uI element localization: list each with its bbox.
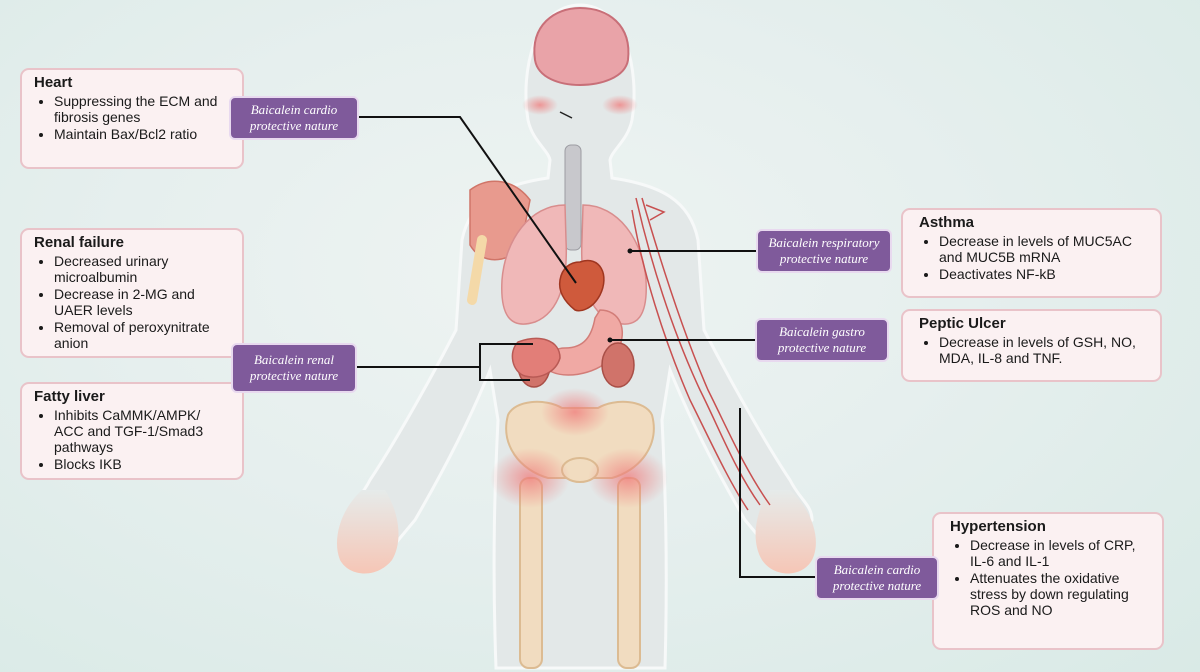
- fatty-liver-item: Blocks IKB: [54, 456, 232, 472]
- heart-box: Heart Suppressing the ECM and fibrosis g…: [20, 68, 244, 169]
- heart-title: Heart: [34, 74, 73, 91]
- peptic-ulcer-item: Decrease in levels of GSH, NO, MDA, IL-8…: [939, 334, 1150, 366]
- heart-item: Suppressing the ECM and fibrosis genes: [54, 93, 232, 125]
- fatty-liver-title: Fatty liver: [34, 388, 105, 405]
- cardio-label-top: Baicalein cardio protective nature: [229, 96, 359, 140]
- gastro-label: Baicalein gastro protective nature: [755, 318, 889, 362]
- renal-failure-box: Renal failure Decreased urinary microalb…: [20, 228, 244, 358]
- renal-connector: [357, 343, 533, 381]
- hypertension-title: Hypertension: [950, 518, 1046, 535]
- renal-label: Baicalein renal protective nature: [231, 343, 357, 393]
- asthma-item: Deactivates NF-kB: [939, 266, 1150, 282]
- right-kidney: [601, 342, 635, 388]
- asthma-list: Decrease in levels of MUC5AC and MUC5B m…: [919, 233, 1150, 282]
- renal-failure-item: Decrease in 2-MG and UAER levels: [54, 286, 232, 318]
- fatty-liver-list: Inhibits CaMMK/AMPK/ ACC and TGF-1/Smad3…: [34, 407, 232, 472]
- peptic-ulcer-title: Peptic Ulcer: [919, 315, 1006, 332]
- brain-shape: [533, 6, 630, 87]
- fatty-liver-box: Fatty liver Inhibits CaMMK/AMPK/ ACC and…: [20, 382, 244, 480]
- heart-organ: [558, 259, 605, 312]
- right-hand-shape: [755, 490, 816, 574]
- cardio-label-bottom: Baicalein cardio protective nature: [815, 556, 939, 600]
- body-silhouette: [346, 3, 814, 670]
- hypertension-item: Attenuates the oxidative stress by down …: [970, 570, 1152, 618]
- renal-failure-item: Decreased urinary microalbumin: [54, 253, 232, 285]
- asthma-title: Asthma: [919, 214, 975, 231]
- asthma-box: Asthma Decrease in levels of MUC5AC and …: [901, 208, 1162, 298]
- heart-list: Suppressing the ECM and fibrosis genes M…: [34, 93, 232, 142]
- hypertension-list: Decrease in levels of CRP, IL-6 and IL-1…: [950, 537, 1152, 618]
- connector-lines: [357, 116, 815, 578]
- renal-failure-title: Renal failure: [34, 234, 125, 251]
- peptic-ulcer-list: Decrease in levels of GSH, NO, MDA, IL-8…: [919, 334, 1150, 366]
- hypertension-box: Hypertension Decrease in levels of CRP, …: [932, 512, 1164, 650]
- hypertension-connector: [739, 408, 815, 578]
- fatty-liver-item: Inhibits CaMMK/AMPK/ ACC and TGF-1/Smad3…: [54, 407, 232, 455]
- peptic-ulcer-box: Peptic Ulcer Decrease in levels of GSH, …: [901, 309, 1162, 382]
- heart-connector: [358, 116, 577, 284]
- renal-failure-list: Decreased urinary microalbumin Decrease …: [34, 253, 232, 351]
- asthma-item: Decrease in levels of MUC5AC and MUC5B m…: [939, 233, 1150, 265]
- hypertension-item: Decrease in levels of CRP, IL-6 and IL-1: [970, 537, 1152, 569]
- nose-mark: [559, 111, 573, 119]
- respiratory-label: Baicalein respiratory protective nature: [756, 229, 892, 273]
- trachea: [564, 144, 582, 251]
- liver-organ: [511, 337, 561, 378]
- renal-failure-item: Removal of peroxynitrate anion: [54, 319, 232, 351]
- heart-item: Maintain Bax/Bcl2 ratio: [54, 126, 232, 142]
- left-hand-shape: [336, 490, 399, 574]
